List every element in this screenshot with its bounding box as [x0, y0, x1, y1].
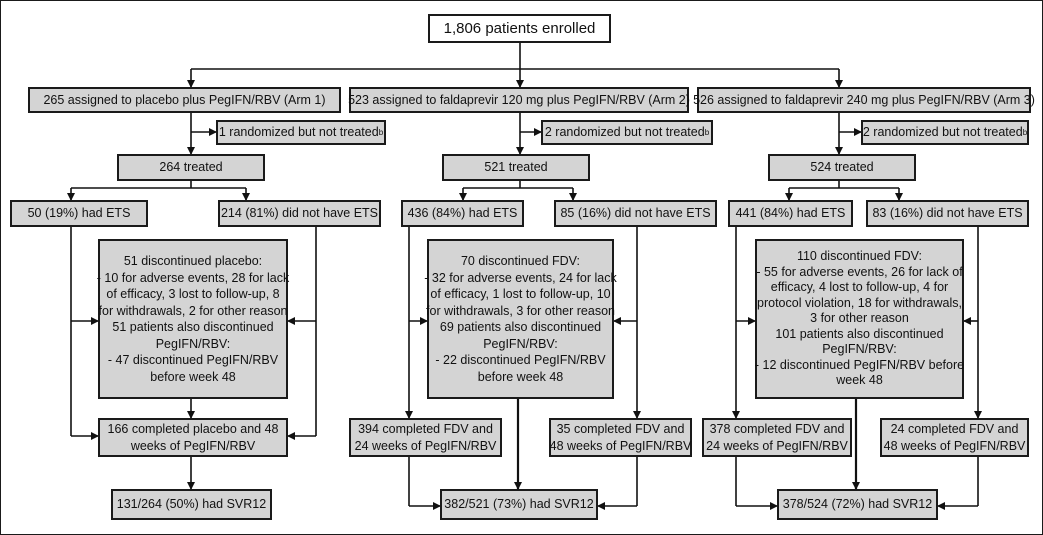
arm1-treated-text: 264 treated — [159, 160, 223, 174]
arm1-discontinued-box: 51 discontinued placebo: - 10 for advers… — [96, 239, 290, 399]
arm1-treated-box: 264 treated — [117, 154, 265, 181]
arm3-assigned-text: 526 assigned to faldaprevir 240 mg plus … — [693, 92, 1035, 107]
arm1-discontinued-line: - 47 discontinued PegIFN/RBV — [107, 353, 279, 367]
arm1-completed-line: 166 completed placebo and 48 — [107, 422, 279, 436]
arm2-discontinued-line: 69 patients also discontinued — [439, 320, 602, 334]
arm3-discontinued-line: 101 patients also discontinued — [775, 326, 944, 341]
arm1-completed-line: weeks of PegIFN/RBV — [130, 438, 256, 453]
arm1-discontinued-line: - 10 for adverse events, 28 for lack — [96, 270, 290, 285]
arm3-completed-no-ets-box: 24 completed FDV and 48 weeks of PegIFN/… — [880, 418, 1029, 457]
arm2-assigned-box: 523 assigned to faldaprevir 120 mg plus … — [348, 87, 690, 113]
arm2-discontinued-box: 70 discontinued FDV: - 32 for adverse ev… — [424, 239, 617, 399]
arm1-discontinued-line: 51 discontinued placebo: — [123, 254, 263, 268]
arm2-discontinued-line: for withdrawals, 3 for other reason — [426, 303, 615, 318]
arm3-assigned-box: 526 assigned to faldaprevir 240 mg plus … — [693, 87, 1035, 113]
arm1-ets-text: 50 (19%) had ETS — [27, 206, 131, 220]
arm2-completed-no-ets-box: 35 completed FDV and 48 weeks of PegIFN/… — [549, 418, 692, 457]
arm1-discontinued-line: for withdrawals, 2 for other reason — [98, 303, 288, 318]
arm2-svr-text: 382/521 (73%) had SVR12 — [444, 497, 594, 511]
arm3-discontinued-box: 110 discontinued FDV: - 55 for adverse e… — [755, 239, 964, 399]
arm1-discontinued-line: before week 48 — [150, 369, 236, 384]
enrolled-text: 1,806 patients enrolled — [443, 20, 596, 37]
arm3-completed-ets-box: 378 completed FDV and 24 weeks of PegIFN… — [702, 418, 852, 457]
arm2-no-ets-text: 85 (16%) did not have ETS — [560, 206, 711, 220]
arm2-not-treated-text: 2 randomized but not treated — [544, 125, 705, 139]
arm2-ets-box: 436 (84%) had ETS — [401, 200, 524, 227]
arm2-assigned-text: 523 assigned to faldaprevir 120 mg plus … — [348, 92, 690, 107]
arm3-ets-box: 441 (84%) had ETS — [728, 200, 853, 227]
arm3-discontinued-line: week 48 — [836, 373, 883, 388]
arm3-discontinued-line: efficacy, 4 lost to follow-up, 4 for — [770, 280, 949, 295]
arm2-completed-ets-box: 394 completed FDV and 24 weeks of PegIFN… — [349, 418, 502, 457]
arm1-discontinued-line: PegIFN/RBV: — [155, 336, 231, 351]
arm3-svr-text: 378/524 (72%) had SVR12 — [782, 497, 933, 511]
arm3-not-treated-text: 2 randomized but not treated — [862, 125, 1023, 139]
arm2-discontinued-line: PegIFN/RBV: — [483, 336, 558, 351]
arm1-ets-box: 50 (19%) had ETS — [10, 200, 148, 227]
arm1-assigned-text: 265 assigned to placebo plus PegIFN/RBV … — [43, 92, 326, 107]
arm2-discontinued-line: - 32 for adverse events, 24 for lack — [424, 270, 617, 285]
arm2-discontinued-line: before week 48 — [477, 369, 564, 384]
arm3-discontinued-line: 3 for other reason — [810, 311, 909, 326]
arm2-completed-no-ets-line: 48 weeks of PegIFN/RBV — [549, 438, 692, 453]
arm3-completed-no-ets-line: 24 completed FDV and — [890, 422, 1019, 436]
arm2-no-ets-box: 85 (16%) did not have ETS — [554, 200, 717, 227]
arm3-discontinued-line: 110 discontinued FDV: — [796, 249, 923, 264]
arm2-completed-ets-line: 394 completed FDV and — [358, 422, 493, 436]
arm3-treated-text: 524 treated — [810, 160, 874, 174]
arm3-no-ets-text: 83 (16%) did not have ETS — [872, 206, 1023, 220]
arm3-completed-no-ets-line: 48 weeks of PegIFN/RBV — [883, 438, 1026, 453]
arm2-treated-text: 521 treated — [484, 160, 548, 174]
arm2-completed-no-ets-line: 35 completed FDV and — [556, 422, 685, 436]
arm1-svr-box: 131/264 (50%) had SVR12 — [111, 489, 272, 520]
arm2-discontinued-line: of efficacy, 1 lost to follow-up, 10 — [430, 287, 611, 301]
arm1-discontinued-line: of efficacy, 3 lost to follow-up, 8 — [106, 287, 280, 301]
arm2-svr-box: 382/521 (73%) had SVR12 — [440, 489, 598, 520]
arm1-svr-text: 131/264 (50%) had SVR12 — [116, 497, 267, 511]
arm3-ets-text: 441 (84%) had ETS — [735, 206, 846, 220]
arm1-assigned-box: 265 assigned to placebo plus PegIFN/RBV … — [28, 87, 341, 113]
arm3-discontinued-line: - 12 discontinued PegIFN/RBV before — [754, 357, 965, 372]
arm1-no-ets-box: 214 (81%) did not have ETS — [218, 200, 381, 227]
arm3-completed-ets-line: 24 weeks of PegIFN/RBV — [706, 438, 848, 453]
arm2-treated-box: 521 treated — [442, 154, 590, 181]
arm2-ets-text: 436 (84%) had ETS — [407, 206, 518, 220]
arm1-not-treated-text: 1 randomized but not treated — [218, 125, 379, 139]
arm2-discontinued-line: - 22 discontinued PegIFN/RBV — [435, 353, 606, 367]
arm1-completed-box: 166 completed placebo and 48 weeks of Pe… — [98, 418, 288, 457]
arm1-no-ets-text: 214 (81%) did not have ETS — [220, 206, 379, 220]
arm3-discontinued-line: - 55 for adverse events, 26 for lack of — [756, 264, 963, 279]
arm2-discontinued-line: 70 discontinued FDV: — [460, 254, 581, 268]
arm3-discontinued-line: PegIFN/RBV: — [822, 342, 897, 357]
arm1-discontinued-line: 51 patients also discontinued — [112, 320, 274, 334]
arm3-treated-box: 524 treated — [768, 154, 916, 181]
arm3-svr-box: 378/524 (72%) had SVR12 — [777, 489, 938, 520]
arm3-completed-ets-line: 378 completed FDV and — [709, 422, 845, 436]
arm2-completed-ets-line: 24 weeks of PegIFN/RBV — [354, 438, 497, 453]
enrolled-box: 1,806 patients enrolled — [428, 14, 611, 43]
arm3-discontinued-line: protocol violation, 18 for withdrawals, — [757, 295, 962, 310]
arm3-no-ets-box: 83 (16%) did not have ETS — [866, 200, 1029, 227]
